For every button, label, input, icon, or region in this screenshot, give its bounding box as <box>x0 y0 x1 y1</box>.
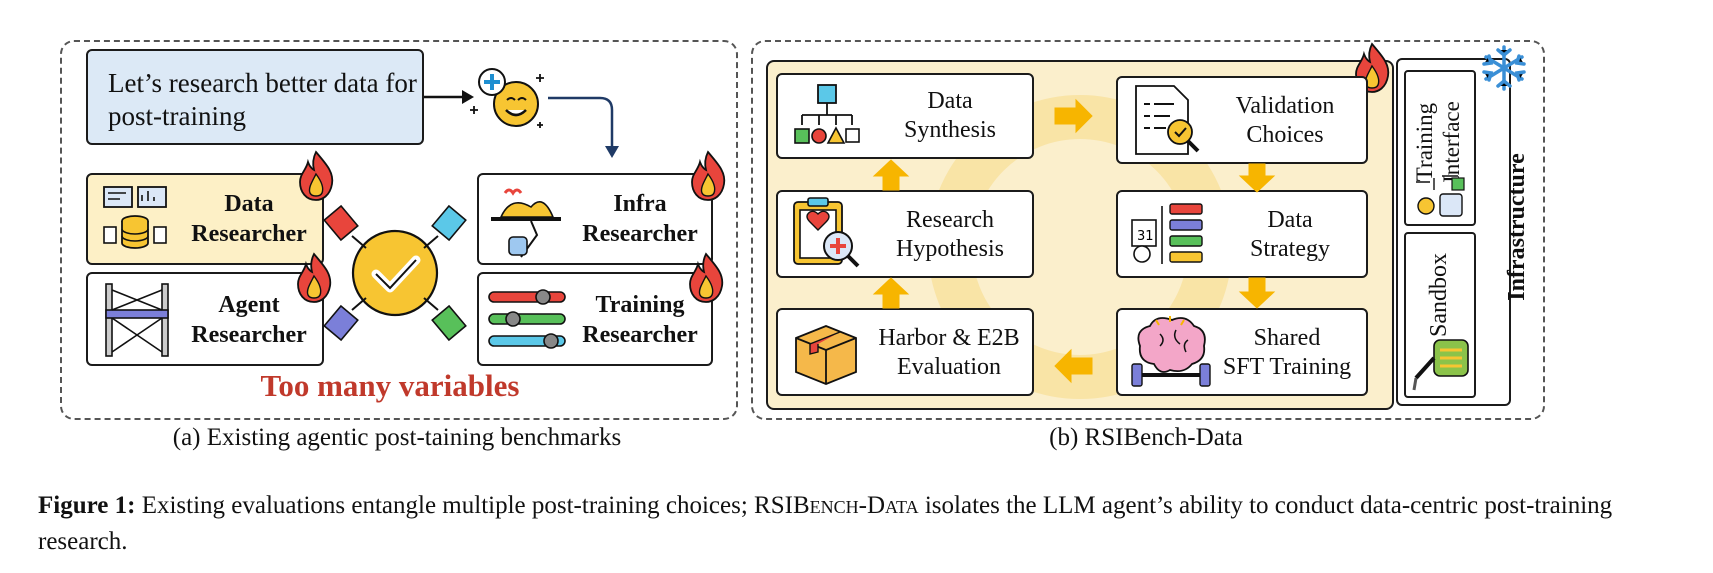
data-synthesis-line1: Data <box>927 88 973 114</box>
data-strategy-line2: Strategy <box>1250 236 1330 262</box>
panel-a-frame <box>60 40 738 420</box>
sandbox-box: Sandbox <box>1404 232 1476 398</box>
scaffold-icon <box>105 283 169 357</box>
infra-researcher-card: Infra Researcher <box>477 173 713 265</box>
infra-researcher-line1: Infra <box>613 191 667 217</box>
flame-icon <box>299 150 334 201</box>
data-synthesis-line2: Synthesis <box>903 117 996 143</box>
harbor-evaluation-line2: Evaluation <box>897 354 1001 380</box>
clipboard-check-icon <box>1135 85 1200 155</box>
agent-researcher-card: Agent Researcher <box>86 272 324 366</box>
svg-text:31: 31 <box>1137 229 1154 244</box>
figure-label: Figure 1: <box>38 492 136 519</box>
arrow-down-icon <box>1238 277 1276 309</box>
brain-dumbbell-icon <box>1131 316 1211 387</box>
panel-b-frame <box>751 40 1545 420</box>
research-prompt-text: Let’s research better data for post-trai… <box>108 68 417 131</box>
data-strategy-step: 31 Data Strategy <box>1116 190 1368 278</box>
infrastructure-panel: Training Interface Sandbox Infrastructur… <box>1396 58 1530 406</box>
arrow-left-icon <box>1054 348 1093 384</box>
shared-sft-training-step: Shared SFT Training <box>1116 308 1368 396</box>
data-strategy-line1: Data <box>1267 207 1313 233</box>
arrow-up-icon <box>872 159 910 191</box>
panel-b-caption: (b) RSIBench-Data <box>1049 424 1243 451</box>
figure-caption-text-2: - <box>858 492 867 519</box>
shared-sft-line1: Shared <box>1253 325 1321 351</box>
harbor-evaluation-step: Harbor & E2B Evaluation <box>776 308 1034 396</box>
training-researcher-line1: Training <box>595 292 685 318</box>
database-icon <box>103 186 167 249</box>
training-researcher-line2: Researcher <box>582 322 698 348</box>
arrow-up-icon <box>872 277 910 309</box>
health-clipboard-icon <box>793 197 860 268</box>
flame-icon <box>297 252 332 303</box>
infra-researcher-line2: Researcher <box>582 221 698 247</box>
validation-choices-line1: Validation <box>1235 93 1335 119</box>
agent-researcher-line1: Agent <box>218 292 280 318</box>
calendar-list-icon: 31 <box>1131 203 1203 264</box>
training-interface-box: Training Interface <box>1404 70 1476 226</box>
research-hypothesis-step: Research Hypothesis <box>776 190 1034 278</box>
infrastructure-title: Infrastructure <box>1504 153 1530 301</box>
data-researcher-line1: Data <box>224 191 274 217</box>
panel-a-caption: (a) Existing agentic post-taining benchm… <box>172 424 622 451</box>
arrow-right-icon <box>1054 98 1093 134</box>
waiter-tray-icon <box>491 188 561 258</box>
figure-caption-text-1: Existing evaluations entangle multiple p… <box>135 492 793 519</box>
shared-sft-line2: SFT Training <box>1222 354 1352 380</box>
figure-caption-smallcaps-1: Bench <box>792 492 859 519</box>
handshake-check-icon <box>323 204 467 342</box>
agent-researcher-line2: Researcher <box>191 322 307 348</box>
figure-caption: Figure 1: Existing evaluations entangle … <box>38 488 1658 560</box>
lightbulb-smiley-icon <box>470 68 544 128</box>
research-hypothesis-line1: Research <box>906 207 994 233</box>
arrow-down-icon <box>1238 163 1276 193</box>
package-icon <box>795 325 857 385</box>
data-researcher-card: Data Researcher <box>86 173 324 265</box>
data-synthesis-step: Data Synthesis <box>776 73 1034 159</box>
harbor-evaluation-line1: Harbor & E2B <box>878 325 1020 351</box>
flame-icon <box>691 150 726 201</box>
training-researcher-card: Training Researcher <box>477 272 713 366</box>
interface-icon <box>1416 175 1465 217</box>
flame-icon <box>689 252 724 303</box>
hierarchy-icon <box>794 84 860 144</box>
too-many-variables-warning: Too many variables <box>260 368 520 403</box>
validation-choices-step: Validation Choices <box>1116 76 1368 164</box>
drill-icon <box>1412 339 1469 391</box>
snowflake-icon <box>1482 45 1526 91</box>
validation-choices-line2: Choices <box>1246 122 1324 148</box>
sliders-icon <box>488 289 566 349</box>
data-researcher-line2: Researcher <box>191 221 307 247</box>
research-hypothesis-line2: Hypothesis <box>896 236 1004 262</box>
figure-caption-smallcaps-2: Data <box>866 492 919 519</box>
research-prompt-box: Let’s research better data for post-trai… <box>86 49 424 145</box>
figure-caption-text-3: isolates the LLM agent’s ability to cond… <box>38 492 1613 555</box>
